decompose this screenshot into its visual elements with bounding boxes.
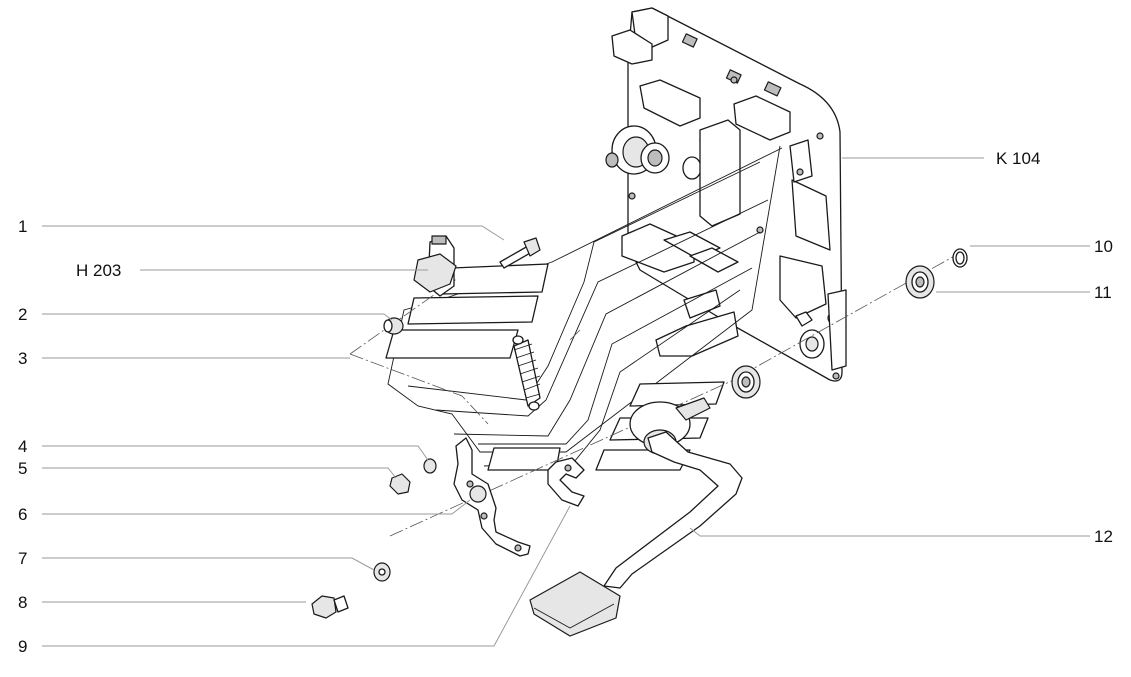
label-8: 8 xyxy=(18,593,27,612)
bolt-part-8 xyxy=(311,595,349,619)
switch-h203 xyxy=(413,235,457,297)
washer-part-4 xyxy=(423,458,437,474)
bushing-part-2 xyxy=(383,317,404,335)
clip-part-9 xyxy=(547,457,585,507)
lever-plate-part-6 xyxy=(453,437,531,557)
bolt-part-1 xyxy=(499,237,541,269)
label-h203: H 203 xyxy=(76,261,121,280)
mounting-bracket-k104 xyxy=(605,7,847,382)
leader-lines xyxy=(42,157,1090,647)
label-9: 9 xyxy=(18,637,27,656)
label-11: 11 xyxy=(1094,283,1112,302)
label-2: 2 xyxy=(18,305,27,324)
assembly-outline-frames xyxy=(385,145,783,471)
label-10: 10 xyxy=(1094,237,1113,256)
label-6: 6 xyxy=(18,505,27,524)
bearing-lower xyxy=(731,365,761,399)
label-1: 1 xyxy=(18,217,27,236)
washer-part-7 xyxy=(373,562,391,582)
spring-part-3 xyxy=(512,335,541,411)
circlip-part-10 xyxy=(952,248,968,268)
label-3: 3 xyxy=(18,349,27,368)
label-12: 12 xyxy=(1094,527,1113,546)
nut-part-5 xyxy=(389,473,411,495)
callout-labels: 1 H 203 2 3 4 5 6 7 8 9 10 11 12 K 104 xyxy=(18,149,1113,656)
pedal-part-12 xyxy=(529,397,743,637)
label-k104: K 104 xyxy=(996,149,1040,168)
label-4: 4 xyxy=(18,437,27,456)
label-5: 5 xyxy=(18,459,27,478)
bearing-part-11 xyxy=(905,265,935,299)
label-7: 7 xyxy=(18,549,27,568)
